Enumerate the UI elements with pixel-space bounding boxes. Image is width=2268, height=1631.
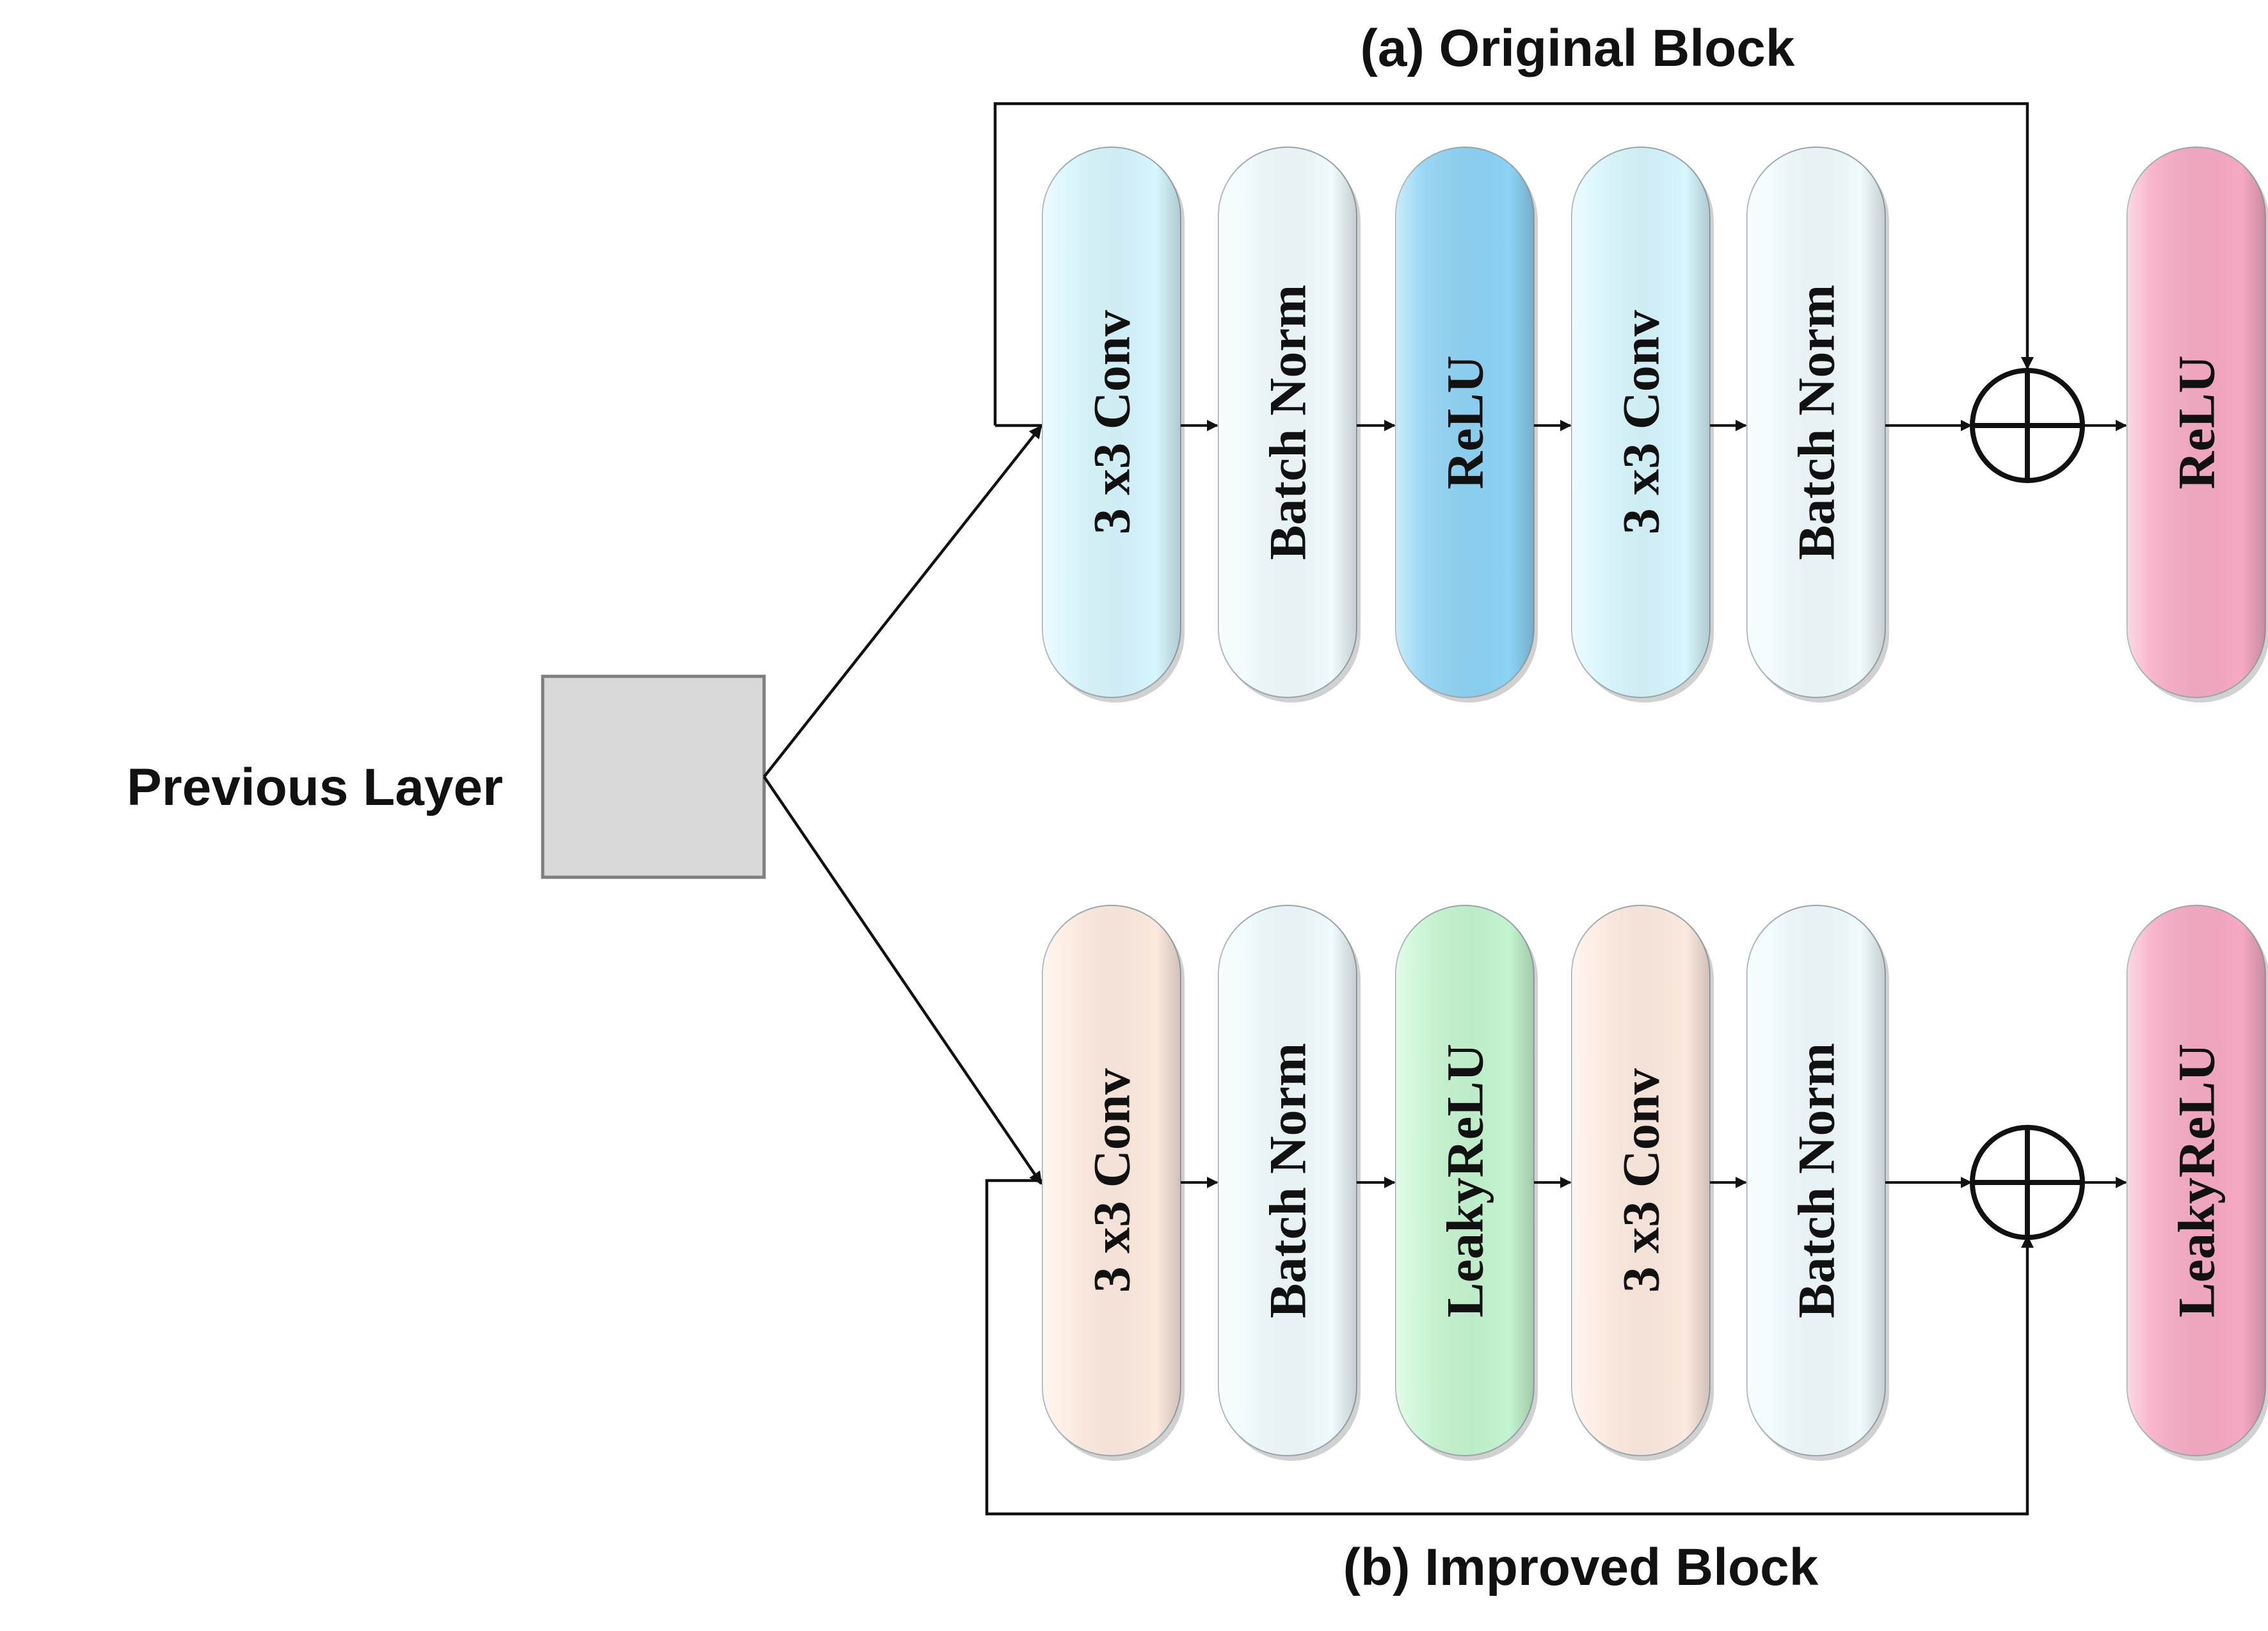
- block-a-output-label: ReLU: [2168, 355, 2226, 489]
- block-a-add-icon: [1970, 368, 2085, 483]
- block-b-title: (b) Improved Block: [1343, 1538, 1819, 1596]
- block-a-layer-5: Batch Norm: [1746, 147, 1889, 703]
- block-a-output: ReLU: [2127, 147, 2268, 703]
- previous-layer-label: Previous Layer: [127, 758, 503, 816]
- block-b-output-gloss: [2127, 905, 2265, 1456]
- block-b-layer-1-label: 3 x3 Conv: [1083, 1069, 1141, 1293]
- block-b-layer-2-label: Batch Norm: [1259, 1043, 1317, 1318]
- block-b-layer-4-gloss: [1572, 905, 1710, 1456]
- block-a-layer-2-label: Batch Norm: [1259, 285, 1317, 560]
- block-b-layer-2-gloss: [1218, 905, 1357, 1456]
- block-b-layer-3-label: LeakyReLU: [1436, 1044, 1494, 1317]
- block-a: 3 x3 Conv Batch Norm ReLU 3 x3 Conv Batch No…: [1042, 147, 2268, 703]
- block-b-layer-4-label: 3 x3 Conv: [1612, 1069, 1670, 1293]
- block-a-layer-5-label: Batch Norm: [1787, 285, 1846, 560]
- block-a-title: (a) Original Block: [1361, 19, 1795, 77]
- block-a-layer-1-label: 3 x3 Conv: [1083, 310, 1141, 535]
- block-b-output-label: LeakyReLU: [2168, 1044, 2226, 1317]
- block-b-layer-4: 3 x3 Conv: [1571, 905, 1714, 1461]
- skip-connection-a: [993, 102, 2034, 426]
- previous-layer-box: [541, 674, 766, 879]
- block-a-layer-4-gloss: [1572, 147, 1710, 697]
- block-b-layer-5: Batch Norm: [1746, 905, 1889, 1461]
- block-b-layer-1-gloss: [1042, 905, 1181, 1456]
- input-arrow-top: [763, 425, 1042, 778]
- block-a-layer-1: 3 x3 Conv: [1042, 147, 1185, 703]
- block-b-layer-1: 3 x3 Conv: [1042, 905, 1185, 1461]
- input-arrow-bottom: [763, 776, 1042, 1185]
- block-b-layer-5-gloss: [1747, 905, 1885, 1456]
- block-a-layer-2-gloss: [1218, 147, 1357, 697]
- block-a-layer-1-gloss: [1042, 147, 1181, 697]
- block-b-output: LeakyReLU: [2127, 905, 2268, 1461]
- block-a-layer-2: Batch Norm: [1218, 147, 1361, 703]
- block-a-layer-5-gloss: [1747, 147, 1885, 697]
- block-a-layer-3: ReLU: [1395, 147, 1538, 703]
- block-a-layer-4: 3 x3 Conv: [1571, 147, 1714, 703]
- block-b-layer-5-label: Batch Norm: [1787, 1043, 1846, 1318]
- block-a-output-gloss: [2127, 147, 2265, 697]
- block-a-layer-3-gloss: [1396, 147, 1534, 697]
- block-b-add-icon: [1970, 1125, 2085, 1240]
- block-b-layer-3-gloss: [1396, 905, 1534, 1456]
- block-a-layer-3-label: ReLU: [1436, 355, 1494, 489]
- block-b-layer-3: LeakyReLU: [1395, 905, 1538, 1461]
- skip-connection-b: [985, 1179, 2034, 1516]
- block-b-layer-2: Batch Norm: [1218, 905, 1361, 1461]
- block-b: 3 x3 Conv Batch Norm LeakyReLU 3 x3 Conv Bat…: [1042, 905, 2268, 1461]
- block-a-layer-4-label: 3 x3 Conv: [1612, 310, 1670, 535]
